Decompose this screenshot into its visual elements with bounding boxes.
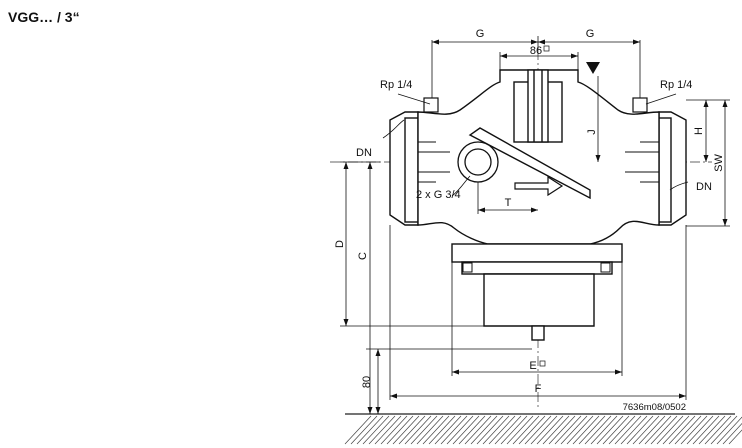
g34-port [457, 141, 499, 183]
label-e: E [529, 360, 536, 372]
bolt-heads [462, 262, 611, 273]
label-sw: SW [713, 154, 725, 172]
square-symbol-e [539, 360, 546, 367]
label-g-left: G [476, 28, 485, 40]
dimension-labels: G G 86 J H SW Rp 1/4 Rp 1/4 DN DN 2 x G … [334, 28, 725, 413]
label-d: D [334, 240, 346, 248]
label-rp-left: Rp 1/4 [380, 79, 412, 91]
label-h: H [693, 127, 705, 135]
page-title: VGG… / 3“ [8, 9, 80, 25]
label-c: C [357, 252, 369, 260]
label-rp-right: Rp 1/4 [660, 79, 692, 91]
drawing-code: 7636m08/0502 [623, 402, 686, 413]
label-dn-right: DN [696, 181, 712, 193]
ground-hatch [344, 413, 742, 445]
label-80: 80 [361, 376, 373, 388]
label-t: T [505, 197, 512, 209]
dimension-lines [340, 36, 730, 414]
flange-passages [418, 141, 659, 183]
arrowheads [343, 39, 728, 414]
label-g34: 2 x G 3/4 [416, 189, 461, 201]
label-j: J [586, 129, 598, 135]
label-f: F [535, 383, 542, 395]
label-dn-left: DN [356, 147, 372, 159]
test-port-bosses [423, 97, 648, 113]
square-symbol-86 [543, 45, 550, 52]
reference-triangle-icon [586, 62, 600, 74]
flow-arrow-icon [514, 175, 564, 197]
label-g-right: G [586, 28, 595, 40]
label-86: 86 [530, 45, 542, 57]
